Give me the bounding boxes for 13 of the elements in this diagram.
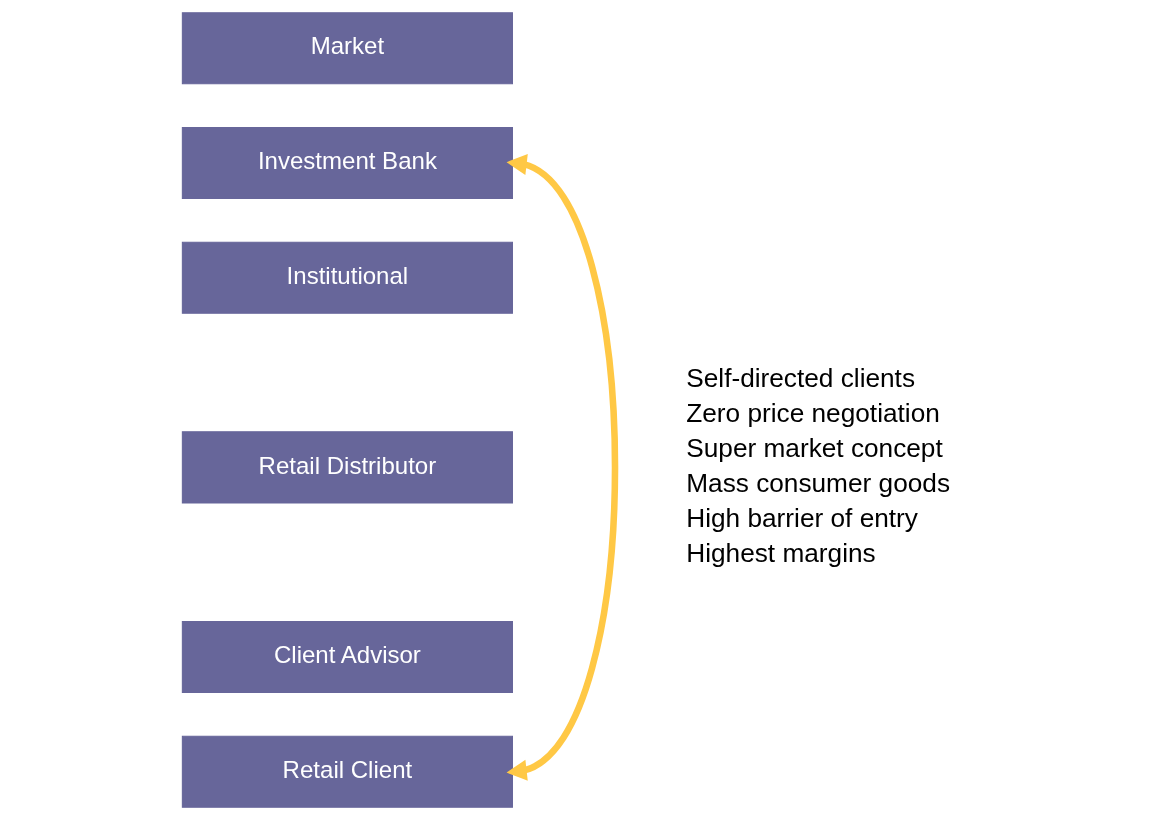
label: Zero price negotiation: [685, 397, 940, 428]
label: Mass consumer goods: [685, 467, 950, 498]
node-box: Institutional: [181, 241, 513, 314]
label: Highest margins: [685, 537, 876, 568]
label: Self-directed clients: [685, 362, 915, 393]
node-box: Market: [181, 12, 513, 85]
label: High barrier of entry: [685, 502, 918, 533]
node-box: Investment Bank: [181, 126, 513, 200]
label: Super market concept: [685, 432, 943, 463]
arrow: [506, 153, 618, 781]
node-box: Client Advisor: [181, 620, 513, 694]
node-box: Retail Distributor: [181, 431, 513, 504]
node-box: Retail Client: [181, 735, 513, 808]
